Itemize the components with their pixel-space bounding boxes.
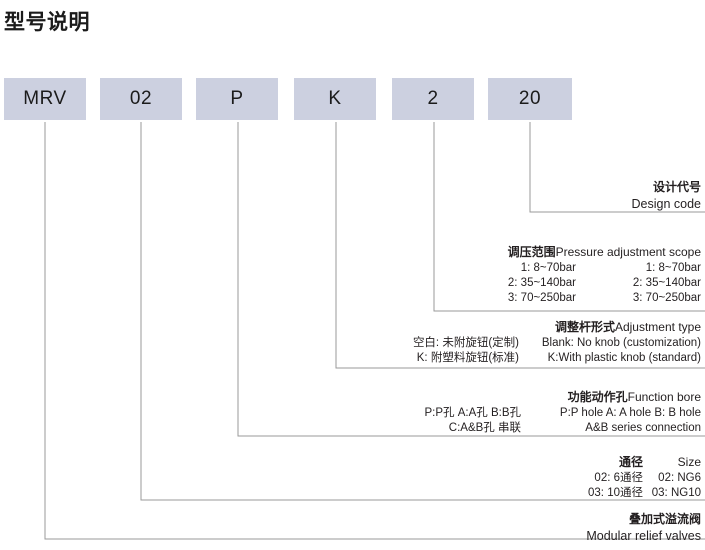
- adjustment-row-en: K:With plastic knob (standard): [547, 352, 701, 364]
- function-bore-cn-title: 功能动作孔: [567, 390, 628, 404]
- pressure-scope-cn-title: 调压范围: [507, 245, 556, 259]
- leader-size: [140, 122, 705, 501]
- size-row-cn: 02: 6通径: [594, 471, 643, 484]
- adjustment-cn-title: 调整杆形式: [554, 320, 615, 334]
- series-cn: 叠加式溢流阀: [628, 512, 701, 526]
- code-box-size[interactable]: 02: [100, 78, 182, 120]
- series-en: Modular relief valves: [586, 528, 701, 543]
- code-box-adjust[interactable]: K: [294, 78, 376, 120]
- code-box-series[interactable]: MRV: [4, 78, 86, 120]
- pressure-row-cn: 3: 70~250bar: [507, 292, 576, 305]
- function-bore-row-en: P:P hole A: A hole B: B hole: [559, 406, 701, 419]
- pressure-row-en: 1: 8~70bar: [645, 261, 701, 274]
- adjustment-row-cn: K: 附塑料旋钮(标准): [416, 352, 519, 364]
- size-row-cn: 03: 10通径: [588, 487, 643, 499]
- function-bore-row-cn: C:A&B孔 串联: [448, 422, 521, 434]
- pressure-row-cn: 1: 8~70bar: [520, 261, 576, 274]
- code-box-design[interactable]: 20: [488, 78, 572, 120]
- adjustment-en-title: Adjustment type: [614, 320, 701, 334]
- annotation-function-bore: 功能动作孔 Function bore P:P孔 A:A孔 B:B孔 P:P h…: [311, 390, 702, 436]
- size-row-en: 03: NG10: [651, 487, 701, 499]
- code-box-pressure[interactable]: 2: [392, 78, 474, 120]
- annotation-pressure-scope: 调压范围 Pressure adjustment scope 1: 8~70ba…: [406, 245, 701, 306]
- function-bore-row-en: A&B series connection: [585, 422, 701, 434]
- page-title: 型号说明: [4, 11, 90, 34]
- adjustment-row-cn: 空白: 未附旋钮(定制): [412, 336, 519, 349]
- size-en-title: Size: [677, 455, 701, 469]
- pressure-scope-en-title: Pressure adjustment scope: [555, 245, 701, 259]
- function-bore-row-cn: P:P孔 A:A孔 B:B孔: [424, 406, 522, 419]
- design-code-en: Design code: [631, 196, 702, 211]
- annotation-size: 通径 Size 02: 6通径 02: NG6 03: 10通径 03: NG1…: [543, 455, 701, 501]
- pressure-row-cn: 2: 35~140bar: [507, 277, 576, 289]
- pressure-row-en: 3: 70~250bar: [632, 292, 701, 305]
- pressure-row-en: 2: 35~140bar: [632, 277, 701, 289]
- annotation-adjustment-type: 调整杆形式 Adjustment type 空白: 未附旋钮(定制) Blank…: [329, 320, 701, 366]
- adjustment-row-en: Blank: No knob (customization): [541, 336, 701, 349]
- annotation-design-code: 设计代号 Design code: [632, 180, 702, 212]
- code-box-bore[interactable]: P: [196, 78, 278, 120]
- size-row-en: 02: NG6: [658, 471, 701, 484]
- function-bore-en-title: Function bore: [627, 390, 701, 404]
- annotation-series: 叠加式溢流阀 Modular relief valves: [586, 512, 701, 544]
- design-code-cn: 设计代号: [652, 180, 701, 194]
- size-cn-title: 通径: [618, 455, 643, 469]
